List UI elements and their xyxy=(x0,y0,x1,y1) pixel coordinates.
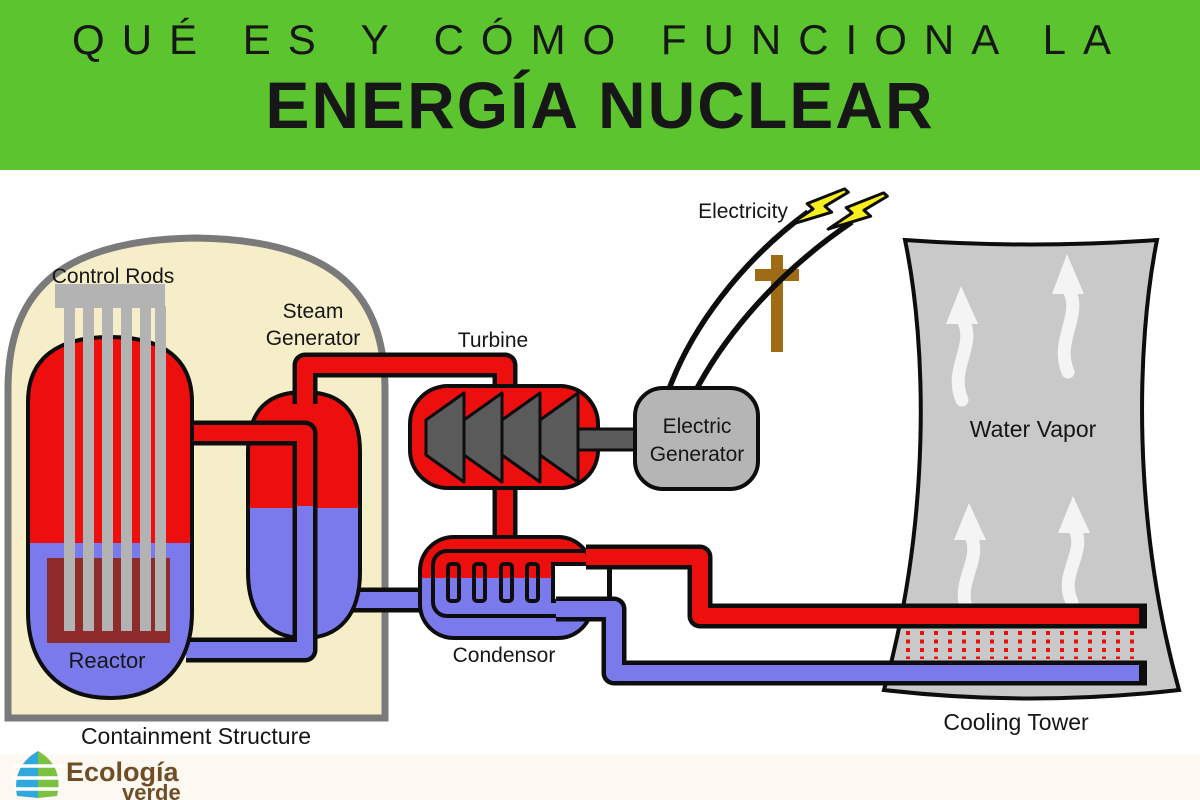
control-rods-cap xyxy=(55,284,165,308)
steam-generator-label-line2: Generator xyxy=(266,327,361,350)
condensor-coil-loops xyxy=(446,562,540,603)
cooling-tower: Water Vapor xyxy=(881,237,1182,701)
power-line xyxy=(692,219,854,394)
turbine xyxy=(408,384,643,490)
turbine-blade xyxy=(462,391,504,484)
vapor-arrow xyxy=(946,286,978,407)
power-line xyxy=(665,209,810,393)
cooling-hot-pipe xyxy=(586,544,1147,629)
turbine-blade xyxy=(538,391,580,484)
control-rod xyxy=(121,306,132,631)
logo-text-line1: Ecología xyxy=(66,757,180,787)
turbine-blade xyxy=(500,391,542,484)
title-line1: QUÉ ES Y CÓMO FUNCIONA LA xyxy=(72,16,1128,63)
electric-generator-box xyxy=(633,386,760,491)
cooling-tower-shape xyxy=(881,237,1182,701)
steam-pipe xyxy=(292,352,518,404)
electric-generator-label-line1: Electric xyxy=(663,415,732,438)
control-rod xyxy=(102,306,113,631)
footer-strip xyxy=(0,755,1200,800)
cooling-tower-label: Cooling Tower xyxy=(943,709,1089,735)
control-rods xyxy=(55,284,166,631)
control-rod xyxy=(83,306,94,631)
electric-generator-label-line2: Generator xyxy=(650,443,745,466)
vapor-arrow xyxy=(954,503,986,619)
primary-cold-leg xyxy=(186,506,313,658)
turbine-blade xyxy=(424,391,466,484)
turbine-blades xyxy=(424,391,580,484)
reactor-label: Reactor xyxy=(68,648,145,673)
condensor-coil-header xyxy=(551,562,611,603)
control-rod xyxy=(64,306,75,631)
vapor-arrow xyxy=(1058,496,1090,609)
control-rod xyxy=(155,306,166,631)
steam-generator-label-line1: Steam xyxy=(283,300,344,323)
title-banner: QUÉ ES Y CÓMO FUNCIONA LA ENERGÍA NUCLEA… xyxy=(0,0,1200,170)
containment-structure-label: Containment Structure xyxy=(81,723,311,749)
vapor-arrow xyxy=(1052,254,1084,379)
water-vapor-label: Water Vapor xyxy=(970,416,1097,442)
condensor-label: Condensor xyxy=(453,644,556,667)
ecologia-verde-logo: Ecología verde xyxy=(12,751,181,800)
primary-loop-pipes xyxy=(186,420,318,663)
control-rods-label: Control Rods xyxy=(52,265,175,288)
electricity-label: Electricity xyxy=(698,200,788,223)
leaf-icon xyxy=(12,751,63,798)
title-line2: ENERGÍA NUCLEAR xyxy=(265,68,935,142)
turbine-label: Turbine xyxy=(458,329,528,352)
turbine-shaft xyxy=(573,427,643,452)
cooling-cold-pipe xyxy=(556,596,1147,686)
logo-text-line2: verde xyxy=(122,780,181,800)
condensor xyxy=(418,535,612,640)
primary-hot-leg xyxy=(186,425,313,508)
control-rod xyxy=(140,306,151,631)
